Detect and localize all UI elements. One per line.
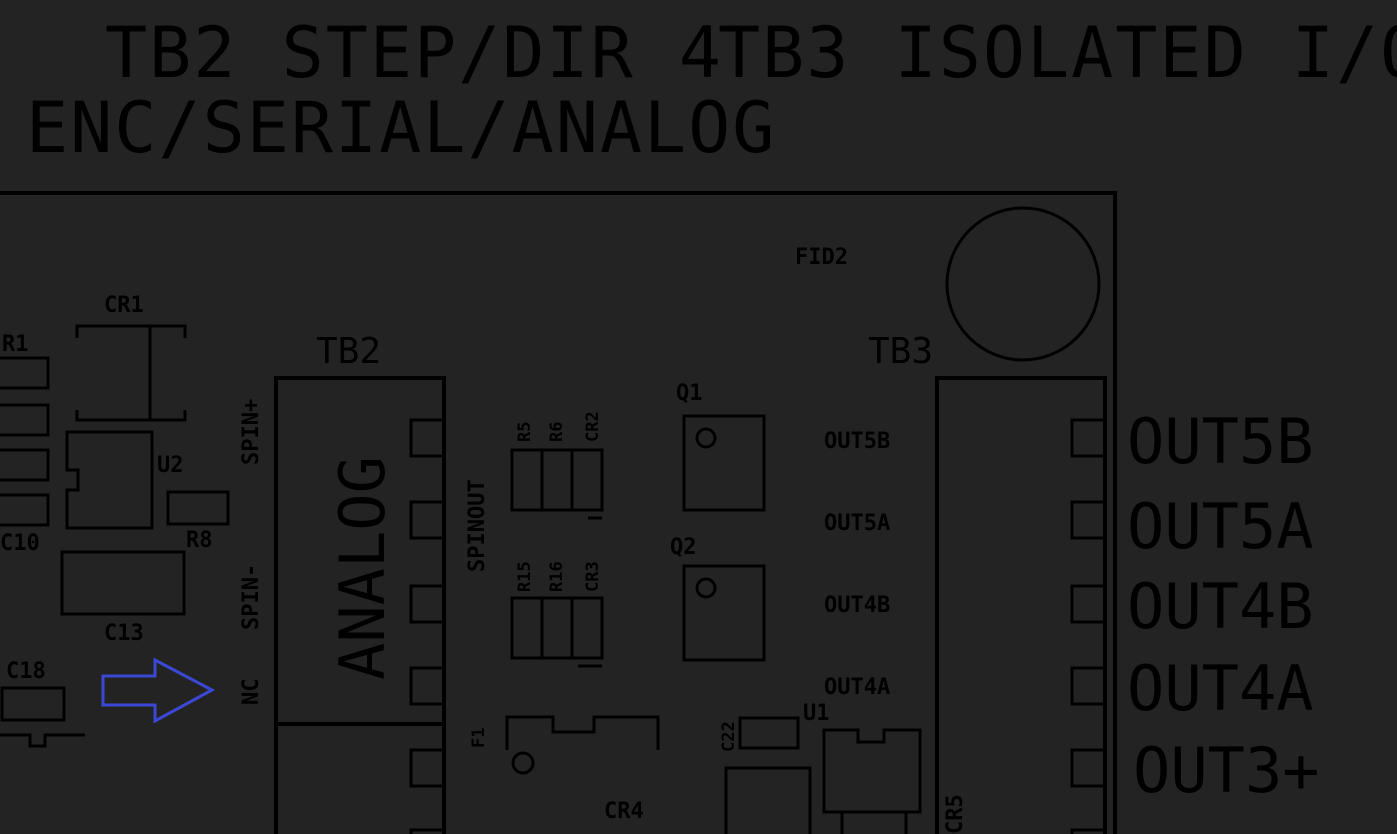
q2-transistor	[682, 564, 766, 662]
spinout-label: SPINOUT	[465, 479, 490, 572]
tb2-label: TB2	[316, 331, 381, 372]
f1-fuse	[505, 715, 660, 750]
tb3-pin-label-small: OUT4A	[824, 675, 890, 700]
tb2-analog-label: ANALOG	[326, 456, 399, 680]
cr1-diode	[75, 324, 187, 422]
u2-chip	[65, 430, 154, 530]
u1-label: U1	[803, 701, 830, 726]
c10-label: C10	[0, 531, 40, 556]
q1-transistor	[682, 414, 766, 512]
tb3-label: TB3	[868, 331, 933, 372]
cr1-label: CR1	[104, 293, 144, 318]
header-tb3-title: TB3 ISOLATED I/O	[718, 12, 1397, 94]
r1-resistor	[0, 356, 50, 390]
tb2-nc-label: NC	[239, 679, 264, 706]
q1-pin1-dot	[695, 427, 717, 449]
mounting-hole	[945, 206, 1101, 362]
pointer-arrow-icon	[101, 657, 216, 724]
tb3-pin-label-small: OUT4B	[824, 593, 890, 618]
c22-label: C22	[719, 721, 739, 752]
header-tb2-title: TB2 STEP/DIR 4	[105, 12, 723, 94]
f1-pin-dot	[511, 751, 535, 775]
tb3-pin-label-small: OUT5B	[824, 429, 890, 454]
tb3-pin-label-large: OUT4A	[1127, 652, 1314, 725]
regulator-chip	[822, 728, 922, 814]
trace-segment	[0, 733, 85, 748]
resistor-2	[0, 403, 50, 437]
tb3-pin-label-large: OUT4B	[1127, 570, 1314, 643]
q1-label: Q1	[676, 381, 703, 406]
q2-pin1-dot	[695, 577, 717, 599]
tb3-connector	[935, 376, 1107, 834]
u1-body	[724, 766, 812, 834]
q2-label: Q2	[670, 535, 697, 560]
tb3-pin-label-large: OUT5B	[1127, 405, 1314, 478]
c13-capacitor	[60, 550, 186, 616]
tb2-spin-minus-label: SPIN-	[239, 564, 264, 630]
r5-label: R5	[515, 422, 535, 442]
tb2-pins	[409, 418, 446, 834]
r8-resistor	[166, 490, 230, 526]
r5-r6-cr2-group	[510, 448, 604, 520]
r8-label: R8	[186, 528, 213, 553]
r1-label: R1	[2, 332, 29, 357]
tb3-pin-label-small: OUT5A	[824, 511, 890, 536]
r15-label: R15	[515, 561, 535, 592]
r15-r16-cr3-group	[510, 596, 604, 668]
tb3-pins	[1070, 418, 1107, 834]
fid2-label: FID2	[795, 245, 848, 270]
tb3-pin-label-large: OUT5A	[1127, 490, 1314, 563]
c18-capacitor	[0, 686, 66, 722]
cr2-label: CR2	[583, 411, 603, 442]
tb3-pin-label-large: OUT3+	[1133, 734, 1320, 807]
cr4-label: CR4	[604, 799, 644, 824]
f1-label: F1	[469, 728, 489, 748]
header-enc-serial-analog: ENC/SERIAL/ANALOG	[26, 87, 776, 169]
c22-capacitor	[738, 716, 800, 750]
resistor-4	[0, 493, 50, 527]
u2-label: U2	[157, 453, 184, 478]
tb2-spin-plus-label: SPIN+	[239, 399, 264, 465]
c13-label: C13	[104, 621, 144, 646]
r6-label: R6	[547, 422, 567, 442]
cr5-label: CR5	[943, 794, 968, 834]
c18-label: C18	[6, 659, 46, 684]
resistor-3	[0, 448, 50, 482]
regulator-leads	[840, 812, 908, 834]
cr3-label: CR3	[583, 561, 603, 592]
r16-label: R16	[547, 561, 567, 592]
board-outline	[0, 191, 1117, 834]
